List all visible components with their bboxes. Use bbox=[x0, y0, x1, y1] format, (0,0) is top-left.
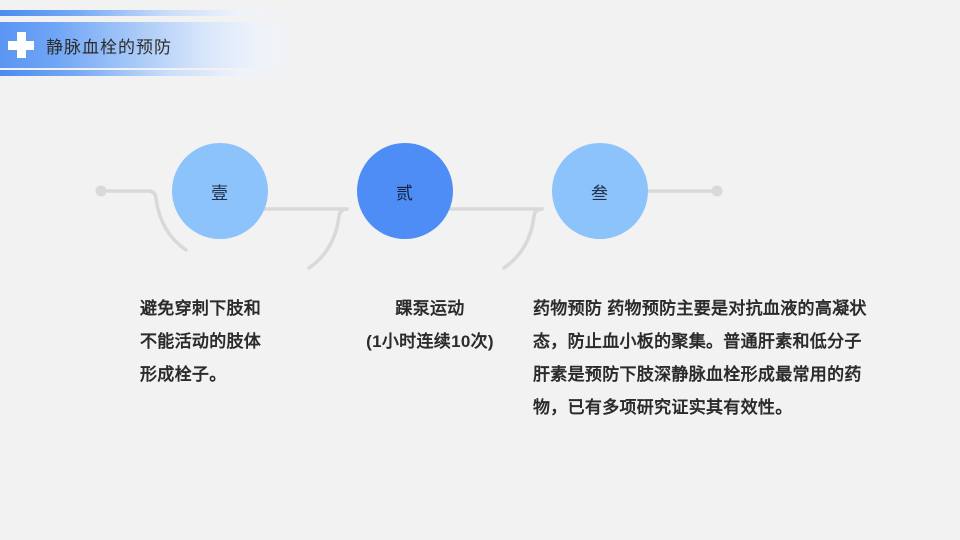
content-block-1-line-2: 不能活动的肢体 bbox=[140, 332, 262, 352]
step-timeline: 壹 贰 叁 bbox=[0, 110, 960, 280]
header-accent-line-top bbox=[0, 10, 300, 16]
header-accent-line-bottom bbox=[0, 70, 300, 76]
slide-header: 静脉血栓的预防 bbox=[0, 0, 960, 90]
step-circle-2[interactable]: 贰 bbox=[357, 143, 453, 239]
page-title: 静脉血栓的预防 bbox=[46, 37, 172, 57]
step-circle-1-label: 壹 bbox=[211, 183, 229, 203]
content-block-1: 避免穿刺下肢和 不能活动的肢体 形成栓子。 bbox=[140, 292, 330, 391]
content-block-3-paragraph: 药物预防 药物预防主要是对抗血液的高凝状态，防止血小板的聚集。普通肝素和低分子肝… bbox=[533, 299, 867, 418]
content-block-2-line-2: (1小时连续10次) bbox=[366, 332, 494, 352]
connector-end-dot bbox=[711, 185, 723, 197]
medical-cross-icon bbox=[8, 32, 34, 58]
content-block-2: 踝泵运动 (1小时连续10次) bbox=[330, 292, 530, 358]
step-circle-2-label: 贰 bbox=[396, 183, 414, 203]
content-block-1-line-3: 形成栓子。 bbox=[140, 365, 227, 385]
content-block-2-line-1: 踝泵运动 bbox=[395, 299, 465, 318]
content-block-3: 药物预防 药物预防主要是对抗血液的高凝状态，防止血小板的聚集。普通肝素和低分子肝… bbox=[533, 292, 873, 425]
content-block-1-line-1: 避免穿刺下肢和 bbox=[140, 299, 262, 318]
step-circle-1[interactable]: 壹 bbox=[172, 143, 268, 239]
step-circle-3-label: 叁 bbox=[591, 183, 609, 203]
timeline-connector bbox=[95, 150, 723, 270]
header-title-bar: 静脉血栓的预防 bbox=[0, 22, 300, 68]
step-circle-3[interactable]: 叁 bbox=[552, 143, 648, 239]
